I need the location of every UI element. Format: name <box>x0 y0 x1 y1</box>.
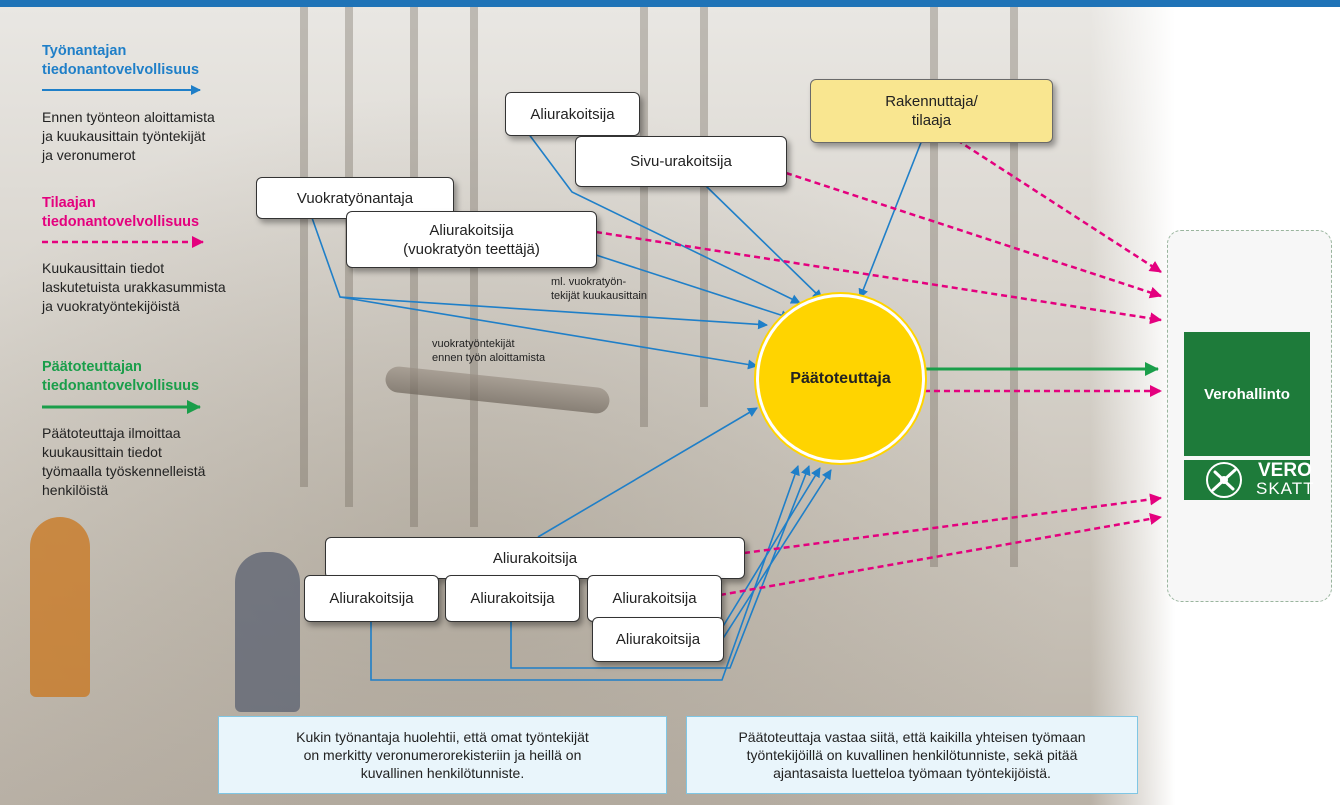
sub-row-label-3: Aliurakoitsija <box>612 590 697 607</box>
main-contractor-circle: Päätoteuttaja <box>759 297 922 460</box>
legend-main-contractor-text-line-3: työmaalla työskennelleistä <box>42 463 206 479</box>
subcontractor-top-label: Aliurakoitsija <box>530 105 615 123</box>
main-contractor-label: Päätoteuttaja <box>790 369 891 387</box>
legend-client-title: Tilaajan tiedonantovelvollisuus <box>42 194 199 232</box>
main-contractor-note-line-3: ajantasaista luetteloa työmaan työntekij… <box>773 765 1051 781</box>
sub-temp-user-label-line-2: (vuokratyön teettäjä) <box>403 240 540 258</box>
temp-monthly-note: ml. vuokratyön- tekijät kuukausittain <box>551 275 647 303</box>
sub-bottom-label: Aliurakoitsija <box>615 631 701 648</box>
sub-temp-user-label-line-1: Aliurakoitsija <box>429 221 514 239</box>
legend-employer-text-line-3: ja veronumerot <box>42 147 136 163</box>
developer-label-line-1: Rakennuttaja/ <box>885 93 978 110</box>
legend-employer-text-line-2: ja kuukausittain työntekijät <box>42 128 206 144</box>
legend-employer-title: Työnantajan tiedonantovelvollisuus <box>42 42 199 80</box>
legend-main-contractor-title-line-2: tiedonantovelvollisuus <box>42 378 200 394</box>
sub-row-label-1: Aliurakoitsija <box>329 590 414 607</box>
sub-row-box-3: Aliurakoitsija <box>587 575 722 622</box>
legend-main-contractor-title-line-1: Päätoteuttajan <box>42 359 142 375</box>
sub-temp-user-label: Aliurakoitsija (vuokratyön teettäjä) <box>403 221 540 259</box>
skatt-logo-word: SKATT <box>1256 479 1315 498</box>
temp-before-note-line-1: vuokratyöntekijät <box>432 338 515 350</box>
developer-label-line-2: tilaaja <box>911 112 952 129</box>
employer-note-line-1: Kukin työnantaja huolehtii, että omat ty… <box>296 729 589 745</box>
side-contractor-box: Sivu-urakoitsija <box>575 136 787 187</box>
sub-row-box-1: Aliurakoitsija <box>304 575 439 622</box>
temp-before-note: vuokratyöntekijät ennen työn aloittamist… <box>432 337 545 365</box>
legend-employer-text: Ennen työnteon aloittamista ja kuukausit… <box>42 108 215 165</box>
developer-label: Rakennuttaja/ tilaaja <box>885 92 978 130</box>
subcontractor-top-box: Aliurakoitsija <box>505 92 640 136</box>
temp-agency-label: Vuokratyönantaja <box>296 189 414 207</box>
vero-logo-word: VERO <box>1258 460 1312 481</box>
legend-main-contractor-text: Päätoteuttaja ilmoittaa kuukausittain ti… <box>42 424 205 500</box>
tax-emblem-icon <box>1206 462 1242 498</box>
temp-before-note-line-2: ennen työn aloittamista <box>432 352 546 364</box>
legend-employer-text-line-1: Ennen työnteon aloittamista <box>42 109 215 125</box>
legend-client-title-line-1: Tilaajan <box>42 195 96 211</box>
legend-client-text-line-3: ja vuokratyöntekijöistä <box>42 298 180 314</box>
developer-box: Rakennuttaja/ tilaaja <box>810 79 1053 143</box>
legend-client-text-line-1: Kuukausittain tiedot <box>42 260 165 276</box>
legend-main-contractor-text-line-4: henkilöistä <box>42 482 109 498</box>
legend-main-contractor-title: Päätoteuttajan tiedonantovelvollisuus <box>42 358 199 396</box>
sub-row-box-2: Aliurakoitsija <box>445 575 580 622</box>
legend-main-contractor-text-line-2: kuukausittain tiedot <box>42 444 162 460</box>
tax-authority-label: Verohallinto <box>1204 385 1290 403</box>
temp-monthly-note-line-2: tekijät kuukausittain <box>551 290 647 302</box>
vero-skatt-logo <box>1184 460 1310 500</box>
legend-client-text: Kuukausittain tiedot laskutetuista urakk… <box>42 259 226 316</box>
temp-monthly-note-line-1: ml. vuokratyön- <box>551 276 627 288</box>
sub-wide-box: Aliurakoitsija <box>325 537 745 579</box>
legend-client-text-line-2: laskutetuista urakkasummista <box>42 279 226 295</box>
employer-note-line-3: kuvallinen henkilötunniste. <box>360 765 525 781</box>
main-contractor-note-line-2: työntekijöillä on kuvallinen henkilötunn… <box>746 747 1078 763</box>
main-contractor-responsibility-note: Päätoteuttaja vastaa siitä, että kaikill… <box>686 716 1138 794</box>
top-accent-bar <box>0 0 1340 7</box>
legend-employer-title-line-2: tiedonantovelvollisuus <box>42 62 200 78</box>
legend-main-contractor-text-line-1: Päätoteuttaja ilmoittaa <box>42 425 181 441</box>
legend-client-title-line-2: tiedonantovelvollisuus <box>42 214 200 230</box>
sub-temp-user-box: Aliurakoitsija (vuokratyön teettäjä) <box>346 211 597 268</box>
sub-bottom-box: Aliurakoitsija <box>592 617 724 662</box>
employer-note-line-2: on merkitty veronumerorekisteriin ja hei… <box>303 747 582 763</box>
tax-authority-box: Verohallinto <box>1184 332 1310 456</box>
main-contractor-note-line-1: Päätoteuttaja vastaa siitä, että kaikill… <box>738 729 1086 745</box>
employer-responsibility-note: Kukin työnantaja huolehtii, että omat ty… <box>218 716 667 794</box>
legend-employer-title-line-1: Työnantajan <box>42 43 127 59</box>
sub-row-label-2: Aliurakoitsija <box>470 590 555 607</box>
side-contractor-label: Sivu-urakoitsija <box>630 153 732 170</box>
sub-wide-label: Aliurakoitsija <box>492 549 578 567</box>
